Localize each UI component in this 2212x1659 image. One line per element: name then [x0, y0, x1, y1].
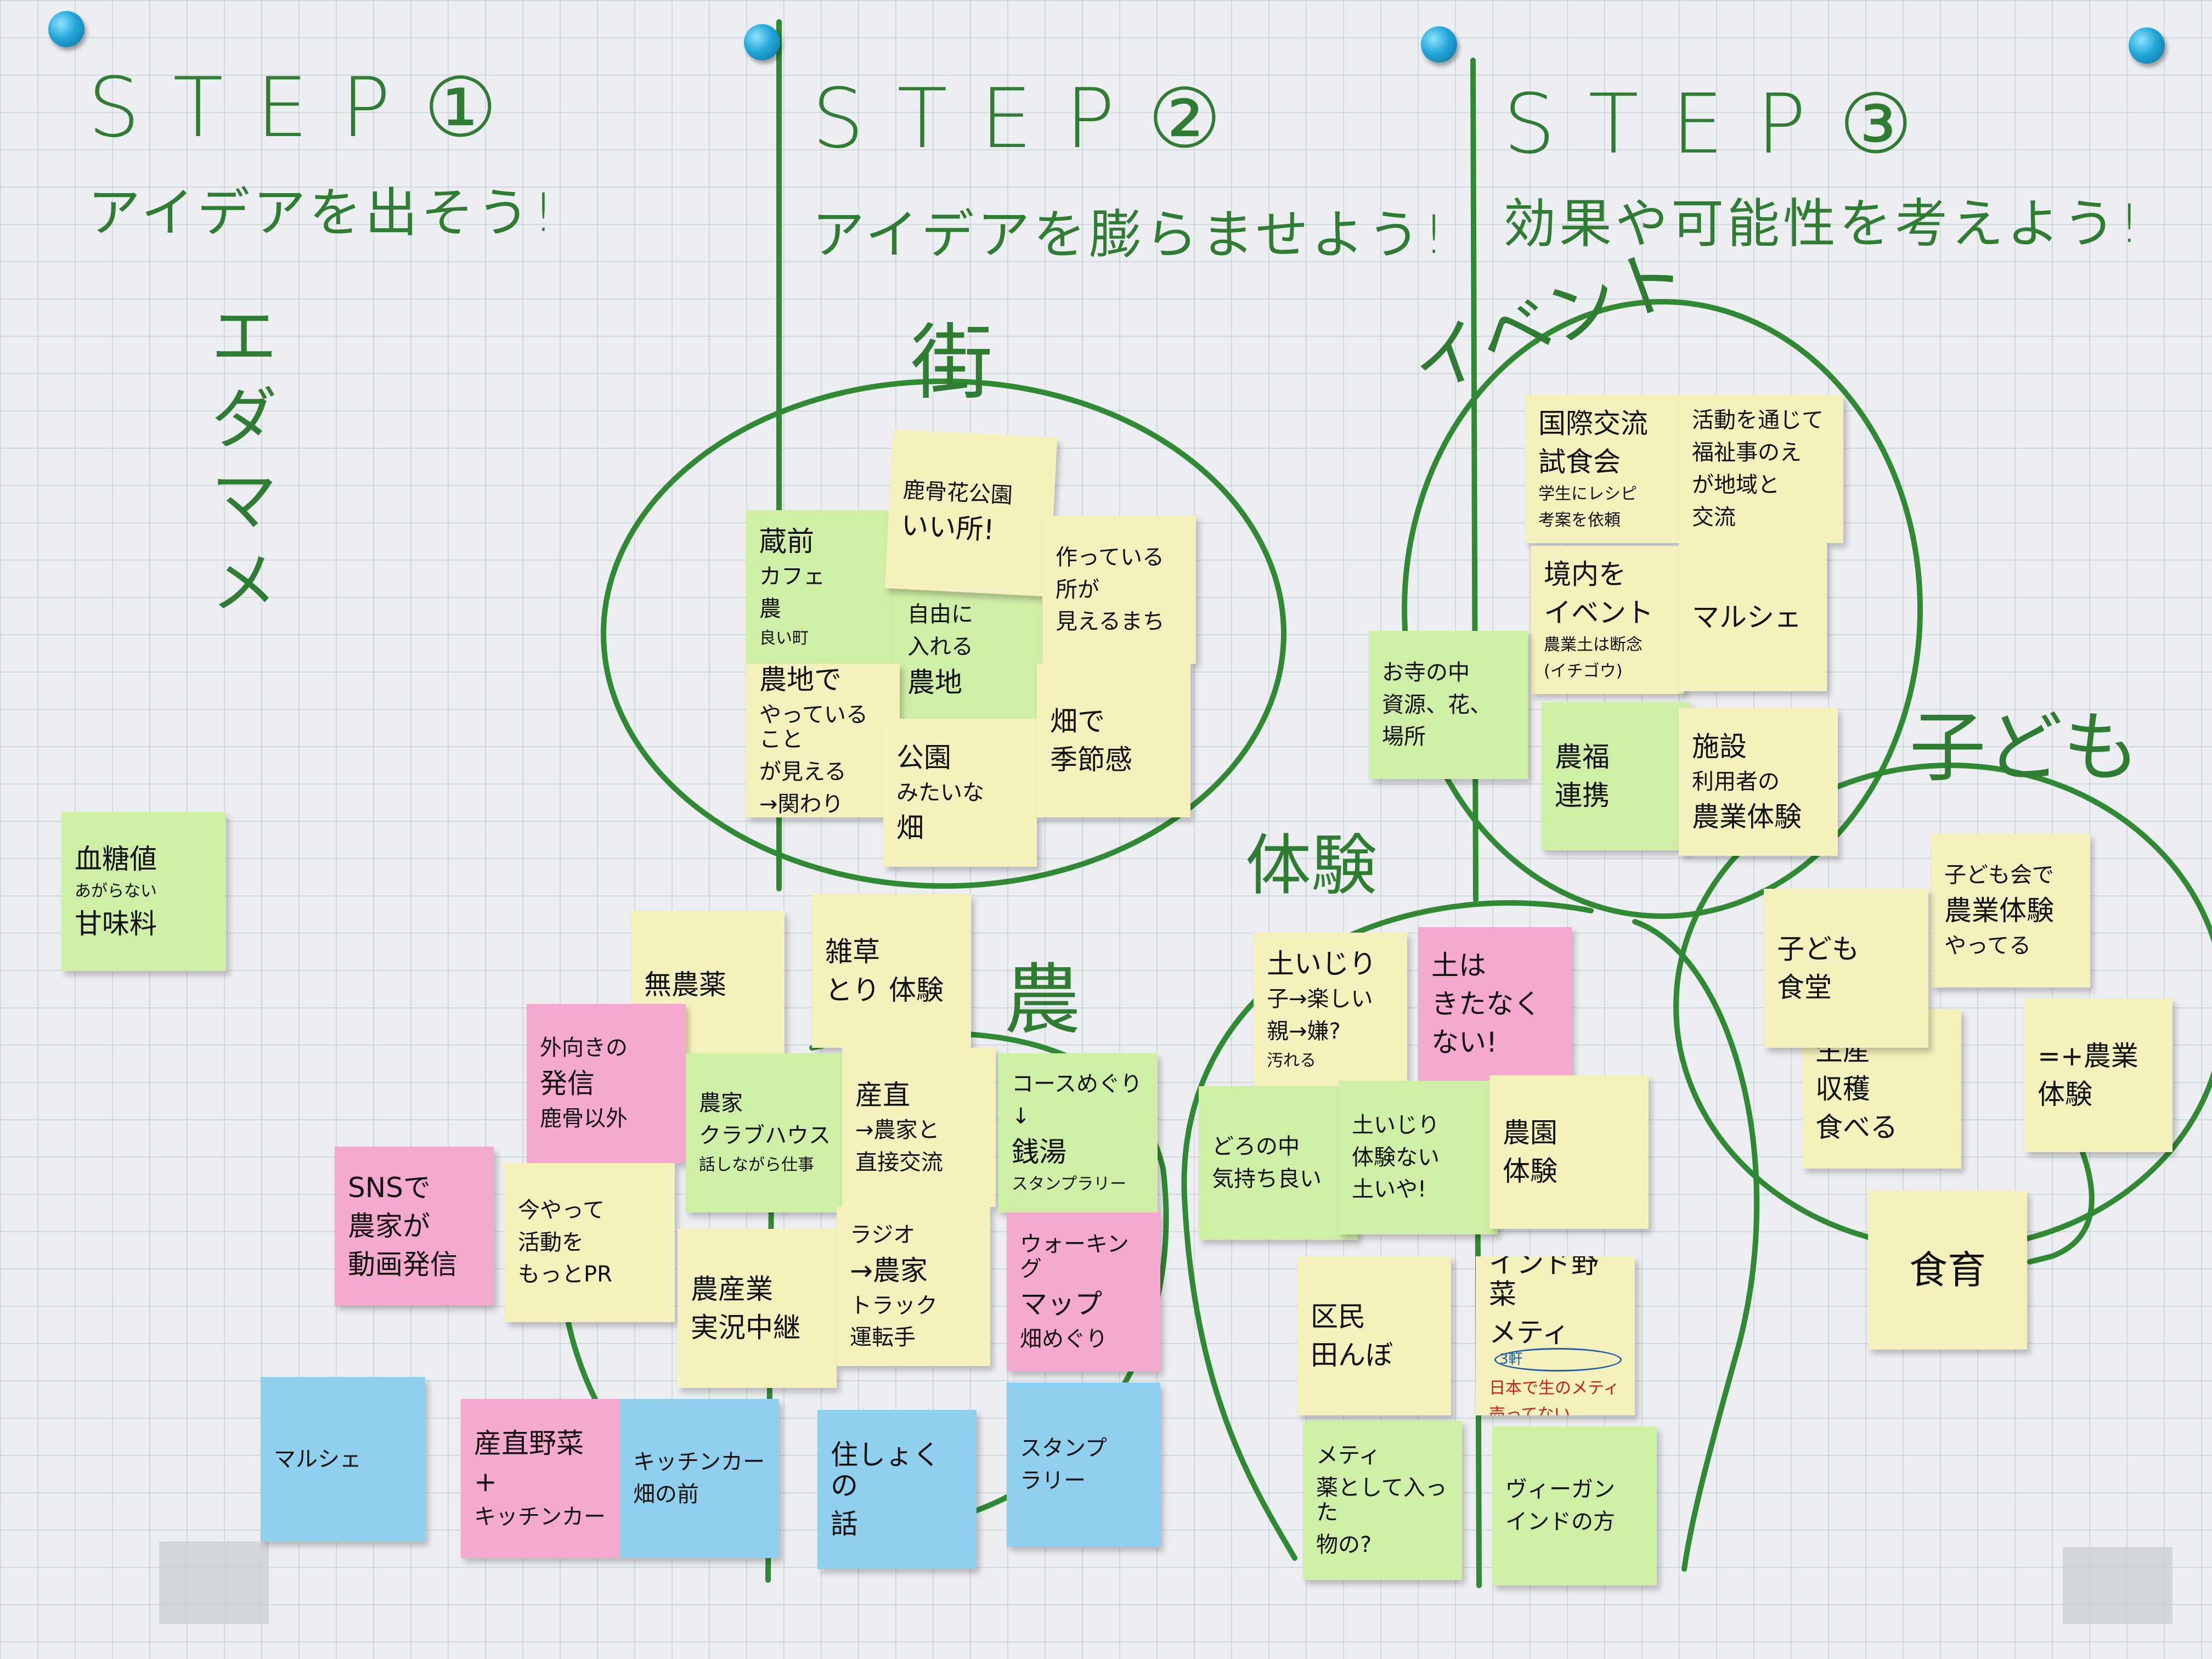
- note-tsukutte: 作っている 所が 見えるまち: [1042, 516, 1196, 664]
- note-zassou: 雑草 とり 体験: [812, 894, 971, 1048]
- note-kouen: 公園 みたいな 畑: [883, 719, 1037, 867]
- note-sanchoku-yasai: 産直野菜 + キッチンカー: [461, 1399, 620, 1558]
- note-sns: SNSで 農家が 動画発信: [335, 1147, 494, 1306]
- note-kuramae: 蔵前 カフェ 農 良い町: [746, 510, 900, 664]
- step3-subtitle: 効果や可能性を考えよう!: [1503, 193, 2143, 255]
- note-walking: ウォーキング マップ 畑めぐり: [1007, 1212, 1160, 1372]
- note-shoku: 住しょくの 話: [817, 1410, 977, 1569]
- note-nouka-club: 農家 クラブハウス 話しながら仕事: [686, 1053, 845, 1212]
- note-noufuku: 農福 連携: [1542, 702, 1690, 850]
- tape-bottom-right: [2063, 1547, 2172, 1624]
- note-blood-sugar: 血糖値 あがらない 甘味料: [61, 812, 226, 971]
- note-kokusai: 国際交流 試食会 学生にレシピ 考案を依頼: [1525, 395, 1679, 543]
- step2-subtitle: アイデアを膨らませよう!: [812, 204, 1448, 266]
- note-keidai: 境内を イベント 農業土は断念 (イチゴウ): [1531, 546, 1684, 694]
- note-shokuiku: 食育: [1868, 1190, 2027, 1350]
- note-imayatte: 今やって 活動を もっとPR: [505, 1163, 675, 1322]
- note-stamp: スタンプ ラリー: [1007, 1383, 1160, 1547]
- note-kumin: 区民 田んぼ: [1297, 1256, 1451, 1415]
- note-doro: どろの中 気持ち良い: [1199, 1086, 1358, 1240]
- tape-bottom-left: [159, 1542, 269, 1624]
- pin-top-right-mid: [1421, 26, 1457, 63]
- label-nou: 農: [1004, 956, 1081, 1045]
- note-katsudo: 活動を通じて 福祉事のえ が地域と 交流: [1679, 395, 1843, 543]
- indo-badge: 3軒: [1494, 1347, 1622, 1372]
- note-jiyu: 自由に 入れる 農地: [894, 582, 1048, 719]
- note-marche-nou: マルシェ: [261, 1377, 425, 1542]
- note-nougyou: =+農業 体験: [2024, 998, 2172, 1152]
- step1-subtitle: アイデアを出そう!: [88, 182, 557, 244]
- step1-title: STEP①: [88, 60, 531, 156]
- note-radio: ラジオ →農家 トラック 運転手: [837, 1207, 990, 1366]
- label-machi: 街: [911, 315, 994, 411]
- step3-title: STEP③: [1503, 77, 1946, 172]
- note-nousangyou: 農産業 実況中継: [678, 1229, 837, 1388]
- pin-top-left: [48, 11, 84, 47]
- note-sanchoku: 産直 →農家と 直接交流: [842, 1048, 996, 1207]
- label-kodomo: 子ども: [1909, 703, 2140, 793]
- note-nouen: 農園 体験: [1489, 1075, 1649, 1229]
- note-methi: メティ 薬として入った 物の?: [1303, 1421, 1462, 1580]
- note-tsuchi-ijiri-kodomo: 土いじり 子→楽しい 親→嫌? 汚れる: [1254, 933, 1407, 1086]
- note-otera: お寺の中 資源、花、 場所: [1369, 631, 1528, 779]
- edamame-vertical-text: エダマメ: [211, 299, 277, 622]
- note-park: 鹿骨花公園 いい所!: [884, 429, 1058, 597]
- note-tsuchi-wa: 土は きたなく ない!: [1418, 927, 1572, 1081]
- label-taiken: 体験: [1245, 828, 1377, 904]
- note-sotomuki: 外向きの 発信 鹿骨以外: [527, 1004, 686, 1163]
- note-course: コースめぐり ↓ 銭湯 スタンプラリー: [998, 1053, 1158, 1212]
- note-vegan: ヴィーガン インドの方: [1492, 1426, 1657, 1585]
- pin-top-mid: [744, 24, 780, 60]
- note-kodomokai: 子ども会で 農業体験 やってる: [1931, 834, 2090, 988]
- note-marche-event: マルシェ: [1679, 543, 1827, 691]
- note-tsuchi-taiken: 土いじり 体験ない 土いや!: [1339, 1081, 1498, 1234]
- note-shokudo: 子ども 食堂: [1764, 889, 1928, 1048]
- pin-top-right: [2129, 27, 2165, 64]
- step2-title: STEP②: [812, 71, 1255, 167]
- note-kitchen-car: キッチンカー 畑の前: [620, 1399, 779, 1558]
- note-shisetsu: 施設 利用者の 農業体験: [1679, 708, 1838, 856]
- note-nouchi: 農地で やっていること が見える →関わり: [746, 664, 900, 817]
- note-hatake: 畑で 季節感: [1037, 664, 1190, 817]
